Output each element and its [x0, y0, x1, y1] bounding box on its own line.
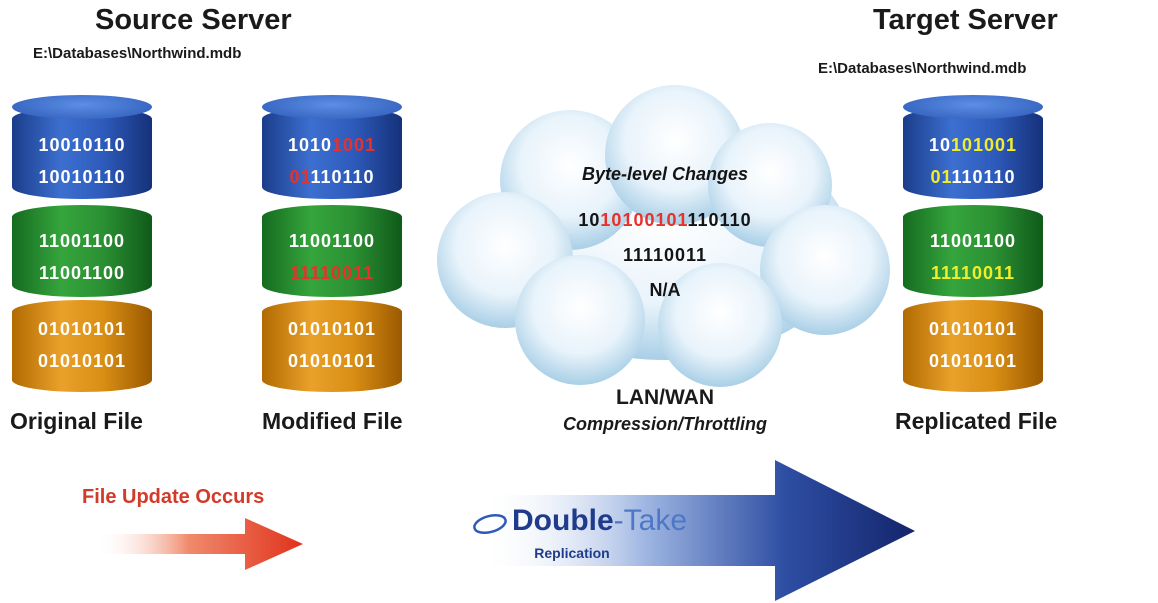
swoosh-icon	[472, 512, 508, 539]
source-path: E:\Databases\Northwind.mdb	[33, 45, 242, 62]
cloud-line-2: 11110011	[622, 245, 708, 265]
cloud-line-3: N/A	[649, 280, 681, 300]
compression-throttling-label: Compression/Throttling	[563, 414, 767, 434]
original-file-caption: Original File	[10, 408, 143, 434]
double-take-logo: Double-Take	[472, 504, 687, 539]
lan-wan-label: LAN/WAN	[616, 386, 714, 409]
modified-blue-rows: 10101001 01110110	[287, 135, 377, 187]
file-update-label: File Update Occurs	[82, 486, 265, 508]
modified-file-caption: Modified File	[262, 408, 403, 434]
replicated-blue-rows: 10101001 01110110	[928, 135, 1018, 187]
file-update-arrow	[95, 518, 303, 570]
target-server-title: Target Server	[873, 4, 1058, 36]
network-cloud	[437, 85, 890, 387]
source-server-title: Source Server	[95, 4, 292, 36]
replicated-file-caption: Replicated File	[895, 408, 1058, 434]
replication-sub-label: Replication	[534, 545, 610, 561]
target-path: E:\Databases\Northwind.mdb	[818, 60, 1027, 77]
cloud-line-1: 1010100101110110	[578, 210, 752, 230]
byte-level-changes-heading: Byte-level Changes	[581, 164, 749, 184]
replication-arrow	[480, 460, 915, 601]
